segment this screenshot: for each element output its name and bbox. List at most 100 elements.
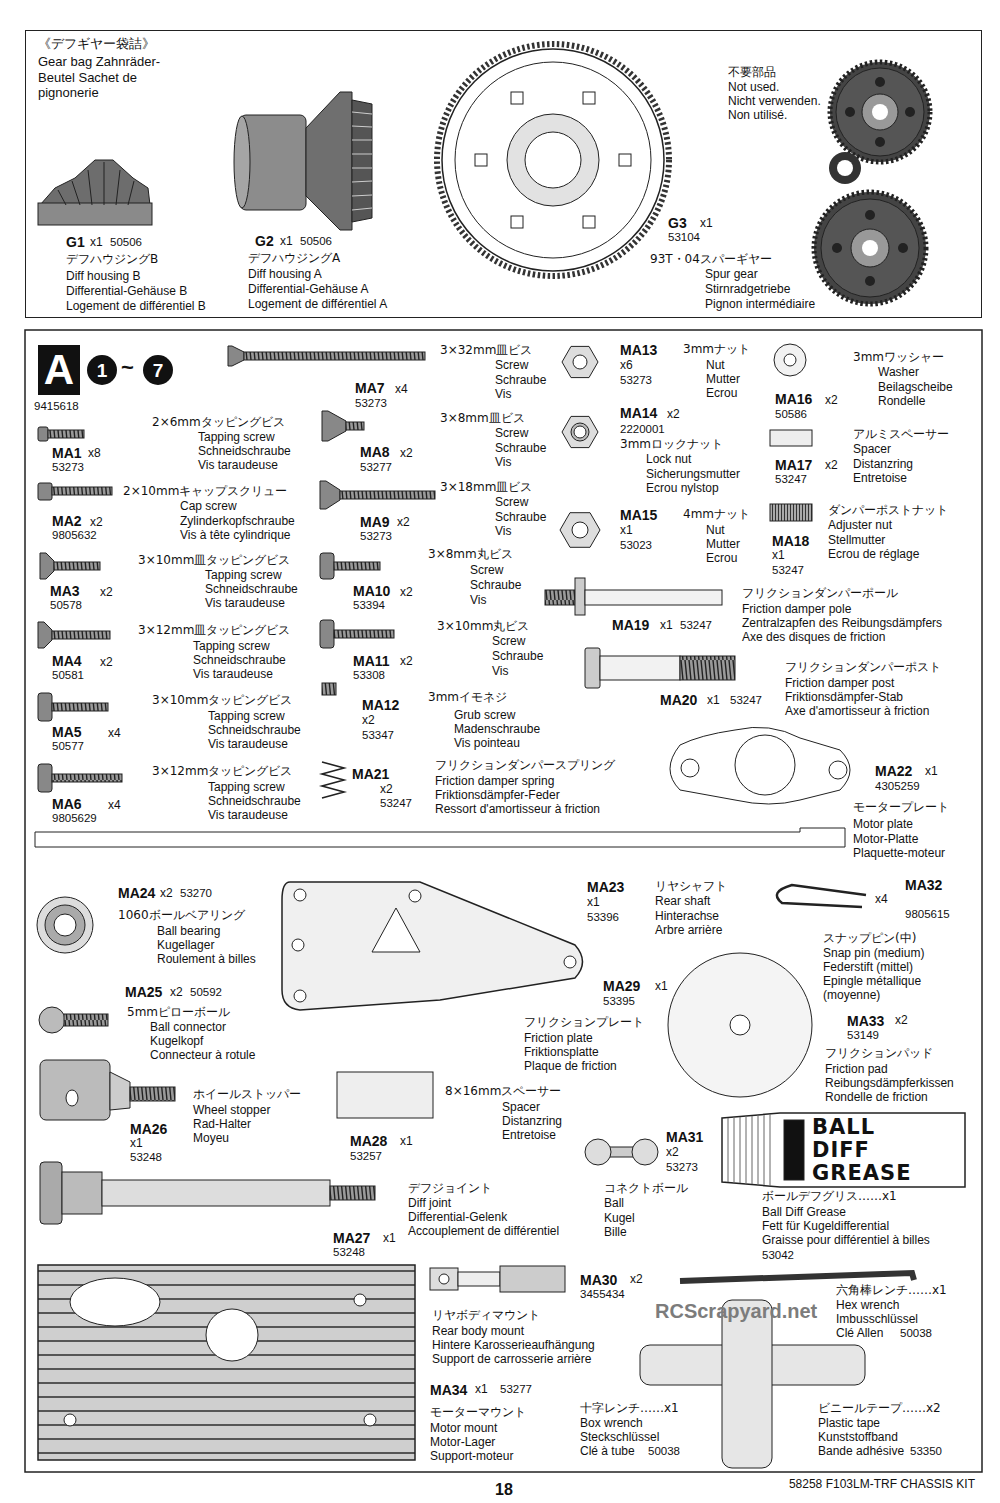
kit-title: 58258 F103LM-TRF CHASSIS KIT bbox=[789, 1478, 975, 1492]
screw bbox=[38, 346, 435, 798]
translated-name: Adjuster nut bbox=[828, 519, 892, 533]
translated-name: Grub screw bbox=[454, 709, 515, 723]
page-number: 18 bbox=[495, 1481, 513, 1499]
translated-name: Connecteur à rotule bbox=[150, 1049, 255, 1063]
japanese-name: ダンパーポストナット bbox=[828, 504, 948, 518]
wheel-stopper bbox=[40, 1060, 433, 1120]
japanese-name: フリクションダンパーポスト bbox=[785, 661, 941, 675]
unused-gear bbox=[837, 160, 853, 176]
japanese-name: 3×12mmタッピングビス bbox=[152, 765, 292, 779]
translated-name: Nut bbox=[706, 524, 725, 538]
japanese-name: 3×12mm皿タッピングビス bbox=[138, 624, 290, 638]
motor-plate bbox=[735, 735, 795, 795]
part-number: 53308 bbox=[353, 669, 385, 682]
rear-body-mount bbox=[439, 1274, 449, 1284]
unused-gear bbox=[845, 107, 855, 117]
quantity: x2 bbox=[825, 459, 838, 473]
quantity: x2 bbox=[380, 783, 393, 797]
translated-name: Beilagscheibe bbox=[878, 381, 953, 395]
part-code: MA30 bbox=[580, 1272, 617, 1288]
japanese-name: 2×6mmタッピングビス bbox=[152, 416, 285, 430]
part-code: MA15 bbox=[620, 507, 657, 523]
translated-name: Hintere Karosserieaufhängung bbox=[432, 1339, 595, 1353]
part-number: 53149 bbox=[847, 1029, 879, 1042]
connect-ball bbox=[585, 1139, 611, 1165]
translated-name: Arbre arrière bbox=[655, 924, 722, 938]
translated-name: Rad-Halter bbox=[193, 1118, 251, 1132]
japanese-name: 93T・04スパーギヤー bbox=[650, 253, 772, 267]
bevel-gear bbox=[38, 203, 152, 225]
translated-name: Friction damper spring bbox=[435, 775, 554, 789]
part-number: 53247 bbox=[380, 797, 412, 810]
wheel-stopper bbox=[66, 1090, 78, 1106]
translated-name: Kugellager bbox=[157, 939, 214, 953]
translated-name: Screw bbox=[495, 359, 528, 373]
quantity: x1 bbox=[475, 1383, 488, 1397]
connect-ball bbox=[632, 1139, 658, 1165]
part-code: MA24 bbox=[118, 885, 155, 901]
part-number: 53247 bbox=[680, 619, 712, 632]
unused-gear bbox=[875, 77, 885, 87]
quantity: x2 bbox=[825, 394, 838, 408]
translated-name: Zentralzapfen des Reibungsdämpfers bbox=[742, 617, 942, 631]
part-code: MA6 bbox=[52, 796, 82, 812]
quantity: x1 bbox=[400, 1135, 413, 1149]
quantity: x1 bbox=[587, 896, 600, 910]
screw bbox=[52, 703, 108, 711]
part-code: MA32 bbox=[905, 877, 942, 893]
translated-name: Plaque de friction bbox=[524, 1060, 617, 1074]
screw bbox=[38, 693, 52, 721]
quantity: x2 bbox=[160, 887, 173, 901]
damper-pole bbox=[575, 578, 585, 615]
translated-name: Schneidschraube bbox=[198, 445, 291, 459]
friction-plate bbox=[294, 990, 306, 1002]
translated-name: Screw bbox=[495, 427, 528, 441]
translated-name: Rondelle bbox=[878, 395, 925, 409]
motor-plate bbox=[829, 761, 847, 779]
japanese-name: 3mmイモネジ bbox=[428, 691, 507, 705]
quantity: x2 bbox=[90, 516, 103, 530]
translated-name: Moyeu bbox=[193, 1132, 229, 1146]
rear-body-mount bbox=[430, 1266, 565, 1292]
screw bbox=[334, 630, 394, 638]
translated-name: Plastic tape bbox=[818, 1417, 880, 1431]
translated-name: Logement de différentiel A bbox=[248, 298, 387, 312]
quantity: x2 bbox=[400, 586, 413, 600]
motor-mount bbox=[70, 1278, 160, 1326]
quantity: x2 bbox=[100, 656, 113, 670]
translated-name: Imbusschlüssel bbox=[836, 1313, 918, 1327]
nut bbox=[774, 344, 806, 376]
japanese-name: スナップピン(中) bbox=[823, 932, 916, 946]
translated-name: Mutter bbox=[706, 538, 740, 552]
part-number: 50592 bbox=[190, 986, 222, 999]
translated-name: Hinterachse bbox=[655, 910, 719, 924]
unused-gear bbox=[830, 62, 930, 162]
translated-name: Sicherungsmutter bbox=[646, 468, 740, 482]
japanese-name: 3mmナット bbox=[683, 343, 750, 357]
screw bbox=[38, 427, 48, 441]
part-number: 50038 bbox=[648, 1445, 680, 1458]
japanese-name: フリクションダンパーポール bbox=[742, 587, 898, 601]
part-code: MA18 bbox=[772, 533, 809, 549]
translated-name: Kugelkopf bbox=[150, 1035, 203, 1049]
translated-name: Stellmutter bbox=[828, 534, 885, 548]
step-number-circle: 1 bbox=[87, 355, 117, 385]
part-number: 53396 bbox=[587, 911, 619, 924]
screw bbox=[52, 631, 110, 639]
part-number: 53394 bbox=[353, 599, 385, 612]
japanese-name: 六角棒レンチ……x1 bbox=[836, 1284, 947, 1298]
translated-name: Friktionsdämpfer-Stab bbox=[785, 691, 903, 705]
part-number: 53277 bbox=[500, 1383, 532, 1396]
motor-plate bbox=[670, 727, 850, 804]
motor-mount bbox=[354, 1294, 366, 1306]
translated-name: Vis taraudeuse bbox=[208, 809, 288, 823]
translated-name: Diff joint bbox=[408, 1197, 451, 1211]
japanese-name: 2×10mmキャップスクリュー bbox=[123, 485, 287, 499]
translated-name: Differential-Gehäuse A bbox=[248, 283, 369, 297]
part-code: MA19 bbox=[612, 617, 649, 633]
translated-name: Mutter bbox=[706, 373, 740, 387]
part-code: MA2 bbox=[52, 513, 82, 529]
part-number: 53395 bbox=[603, 995, 635, 1008]
motor-mount bbox=[64, 1414, 76, 1426]
part-number: 53104 bbox=[668, 231, 700, 244]
